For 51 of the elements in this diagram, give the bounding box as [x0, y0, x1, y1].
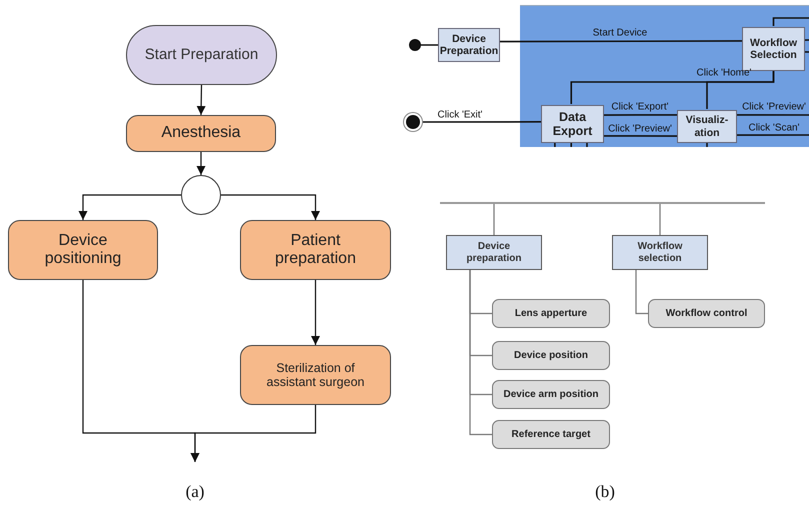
connector-line: [469, 270, 492, 436]
connector-line: [493, 204, 495, 235]
connector-line: [659, 204, 661, 235]
connector-line: [737, 134, 809, 136]
connector-line: [706, 142, 708, 147]
connector-line: [706, 70, 774, 109]
edge-label: Start Device: [592, 28, 648, 38]
connector-line: [586, 142, 588, 147]
junction-circle: [181, 175, 221, 215]
arrow: [196, 84, 206, 116]
state-box: Device Preparation: [438, 28, 500, 62]
connector-line: [772, 17, 809, 26]
arrow: [311, 280, 320, 345]
initial-state-dot: [409, 39, 421, 51]
arrow: [221, 194, 320, 220]
connector-line: [421, 44, 438, 46]
connector-line: [604, 135, 677, 137]
edge-label: Click 'Export': [611, 102, 669, 112]
state-box: Data Export: [541, 105, 604, 143]
process-box: Sterilization of assistant surgeon: [240, 345, 391, 405]
connector-line: [804, 39, 809, 41]
tree-root-line: [440, 202, 765, 204]
item-box: Reference target: [492, 420, 610, 449]
item-box: Workflow control: [648, 299, 765, 328]
item-box: Device arm position: [492, 380, 610, 409]
item-box: Device position: [492, 341, 610, 370]
start-terminal: Start Preparation: [126, 25, 277, 85]
final-state-dot: [406, 115, 420, 129]
connector-line: [635, 270, 648, 314]
process-box: Anesthesia: [126, 115, 276, 152]
connector-line: [737, 114, 809, 116]
edge-label: Click 'Preview': [742, 102, 806, 112]
arrow: [190, 405, 316, 462]
category-box: Device preparation: [446, 235, 542, 270]
arrow: [78, 194, 181, 220]
state-box: Visualiz- ation: [677, 110, 737, 143]
category-box: Workflow selection: [612, 235, 708, 270]
panel-caption: (b): [595, 482, 615, 502]
panel-caption: (a): [186, 482, 204, 502]
connector-line: [500, 40, 742, 42]
state-panel: [520, 5, 809, 147]
edge-label: Click 'Scan': [748, 122, 800, 134]
arrow: [196, 152, 206, 175]
connector-line: [420, 121, 541, 123]
connector-line: [805, 51, 809, 53]
edge-label: Click 'Preview': [608, 124, 672, 134]
process-box: Patient preparation: [240, 220, 391, 280]
connector-line: [604, 114, 677, 116]
process-box: Device positioning: [8, 220, 158, 280]
edge-label: Click 'Exit': [438, 110, 482, 120]
item-box: Lens apperture: [492, 299, 610, 328]
